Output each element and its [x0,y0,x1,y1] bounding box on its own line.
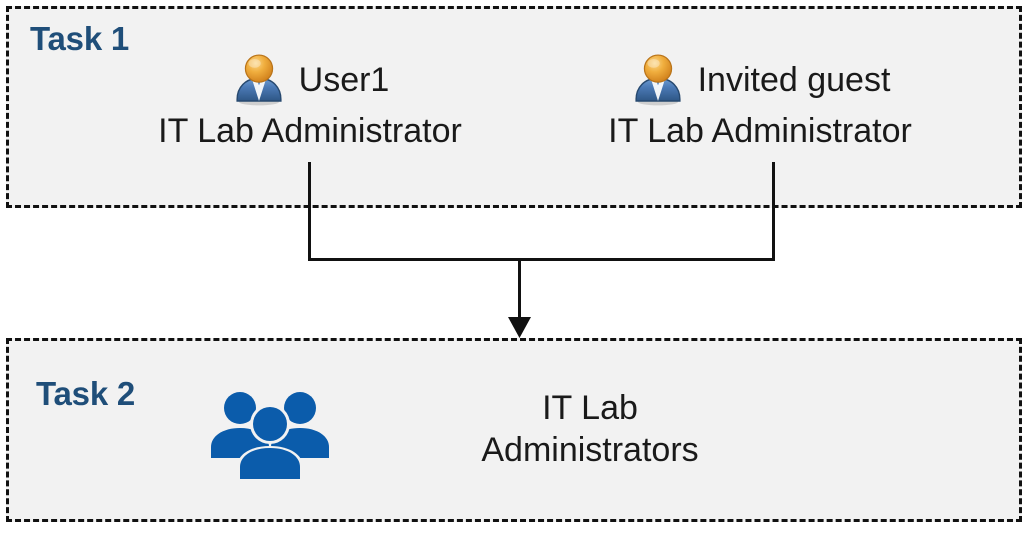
group-of-people-icon [211,392,329,481]
single-user-icon [236,54,282,106]
single-user-icon [635,54,681,106]
group-name-label: IT Lab Administrators [370,387,810,471]
person-user1: User1 IT Lab Administrator [110,52,510,148]
person-user1-header: User1 [110,52,510,108]
group-name-line1: IT Lab [542,389,638,427]
person-user1-name: User1 [298,61,390,99]
group-name-line2: Administrators [481,431,699,469]
task-1-label: Task 1 [30,20,130,57]
task-1-container [6,6,1022,208]
person-invited-guest-name: Invited guest [697,61,891,99]
task-2-label: Task 2 [36,375,136,412]
person-invited-guest-header: Invited guest [560,52,960,108]
group-icon-wrapper [208,386,332,482]
person-invited-guest: Invited guest IT Lab Administrator [560,52,960,148]
task-2-container [6,338,1022,522]
down-arrow-icon [508,317,531,338]
person-user1-role: IT Lab Administrator [158,112,462,150]
person-invited-guest-role: IT Lab Administrator [608,112,912,150]
